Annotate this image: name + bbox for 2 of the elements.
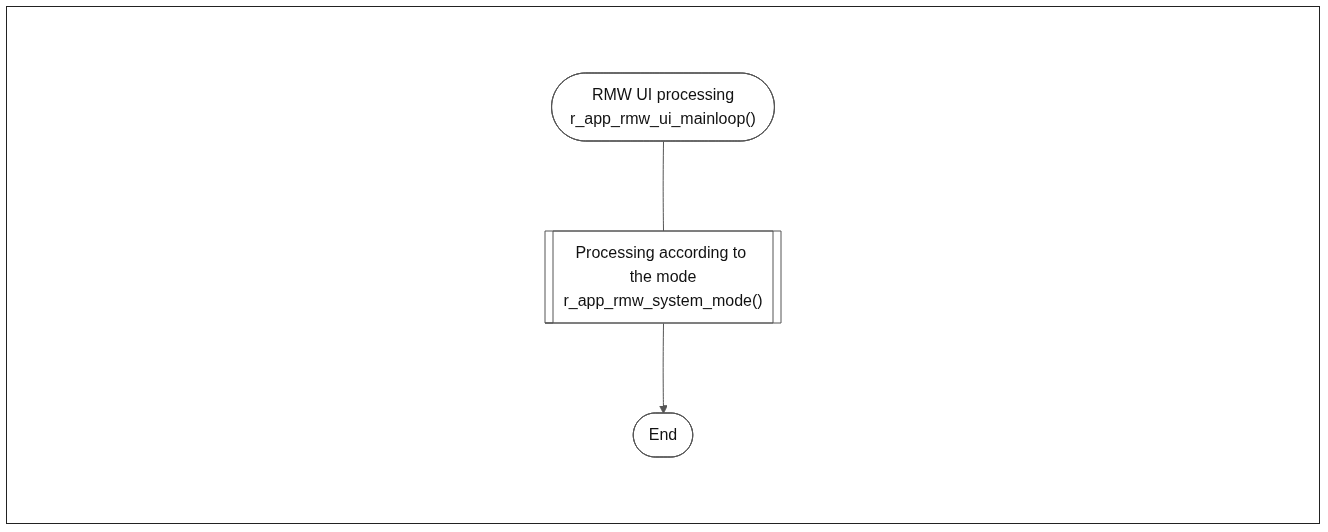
arrow <box>659 323 668 414</box>
connector <box>662 141 664 232</box>
